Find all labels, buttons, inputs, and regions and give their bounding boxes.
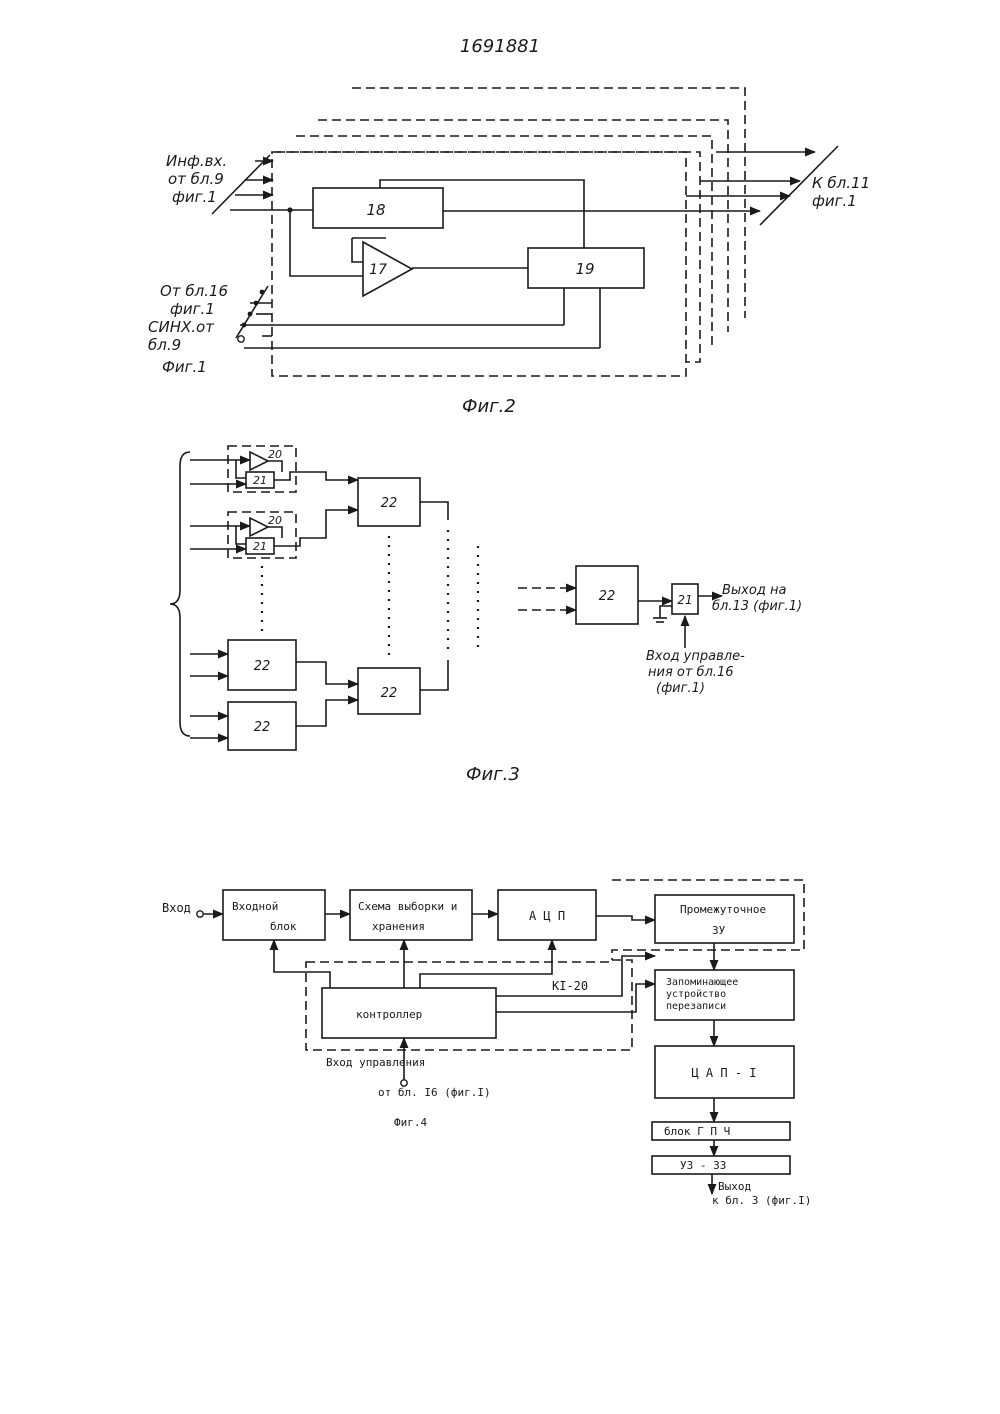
buffer-memory-label-1: Промежуточное [680,903,766,916]
fig4-input-label: Вход [162,901,191,915]
cell-2-feedback [268,527,282,538]
buffer-memory-label-2: ЗУ [712,924,726,937]
fig3-output-label-1: Выход на [722,583,786,598]
fig2-control-label-2: фиг.1 [170,300,215,318]
fig3-control-label-3: (фиг.1) [656,681,705,696]
rewrite-memory-label-3: перезаписи [666,1001,726,1012]
fig2-caption: Фиг.2 [462,396,516,417]
fig2-input-label-2: от бл.9 [168,170,224,188]
adder-22-left-b-label: 22 [254,720,271,735]
fig4-input-terminal [197,911,203,917]
fig4-output-label-2: к бл. 3 (фиг.I) [712,1194,811,1207]
fig2-output-label-1: К бл.11 [812,174,870,192]
cell-1-out [274,472,358,480]
fig3-control-label-2: ния от бл.16 [648,665,734,680]
fig4-caption: Фиг.4 [394,1116,427,1129]
amp-20-cell-1-label: 20 [268,448,282,461]
fig2-control-label-3: СИНХ.от [148,318,215,336]
cell-2-internal [236,526,246,544]
ctrl-source-label: от бл. I6 (фиг.I) [378,1086,491,1099]
dac-label: Ц А П - I [691,1066,756,1080]
fig4-output-label-1: Выход [718,1180,751,1193]
fig2-input-label-1: Инф.вх. [166,152,227,170]
control-junction-1 [260,290,265,295]
fig3-output-label-2: бл.13 (фиг.1) [712,599,802,614]
adder-22-bottom-out [420,660,448,690]
switch-21-cell-1-label: 21 [253,474,267,487]
fig3-input-brace [170,452,190,736]
adc-label: А Ц П [529,909,565,923]
ctrl-input-label: Вход управления [326,1056,425,1069]
comparator-17-label: 17 [369,262,387,278]
adder-22-left-a-label: 22 [254,659,271,674]
input-block-label-1: Входной [232,900,278,913]
sync-input-terminal [238,336,244,342]
amp-20-cell-2-label: 20 [268,514,282,527]
switch-21-cell-2-label: 21 [253,540,267,553]
ki20-bus-label: КI-20 [552,979,588,993]
fig3-control-label-1: Вход управле- [646,649,745,664]
sample-hold-label-1: Схема выборки и [358,900,457,913]
controller-label: контроллер [356,1008,422,1021]
figure-2: 18 17 19 [148,88,870,417]
switch-21-output-label: 21 [677,593,692,607]
sample-hold-label-2: хранения [372,920,425,933]
rewrite-memory-label-1: Запоминающее [666,977,738,988]
cell-1-internal [236,460,246,478]
left-a-out [296,662,358,684]
fig2-input-label-3: фиг.1 [172,188,217,206]
input-block-label-2: блок [270,920,297,933]
control-junction-3 [248,312,253,317]
wire-adc-to-buffer [596,916,655,920]
adder-22-top-label: 22 [381,496,398,511]
cell-2-out [274,510,358,546]
channel-frame-2 [296,136,712,346]
adder-22-top-out [420,502,448,520]
ctrl-to-input-block [274,940,330,988]
fig3-caption: Фиг.3 [466,764,520,785]
adder-22-final-label: 22 [599,589,616,604]
fig2-control-label-1: От бл.16 [160,282,228,300]
cell-1-feedback [268,461,282,472]
fig2-output-label-2: фиг.1 [812,192,857,210]
figure-3: 20 21 20 21 22 22 22 22 [170,446,802,785]
patent-number: 1691881 [460,36,540,57]
wire-18-to-17 [352,238,363,262]
control-junction-4 [242,323,247,328]
amp-20-cell-1 [250,452,268,470]
control-junction-2 [254,301,259,306]
ground-wire [660,606,672,618]
ctrl-to-adc [420,940,552,988]
uz33-label: УЗ - 33 [680,1159,726,1172]
fig2-control-label-5: Фиг.1 [162,358,207,376]
adder-22-bottom-label: 22 [381,686,398,701]
left-b-out [296,700,358,726]
rewrite-memory-label-2: устройство [666,988,726,1000]
block-19-label: 19 [575,260,594,278]
fig2-control-label-4: бл.9 [148,336,181,354]
amp-20-cell-2 [250,518,268,536]
figure-4: Вход Входной блок Схема выборки и хранен… [162,880,811,1207]
gpch-label: блок Г П Ч [664,1125,730,1138]
block-18-label: 18 [366,201,385,219]
